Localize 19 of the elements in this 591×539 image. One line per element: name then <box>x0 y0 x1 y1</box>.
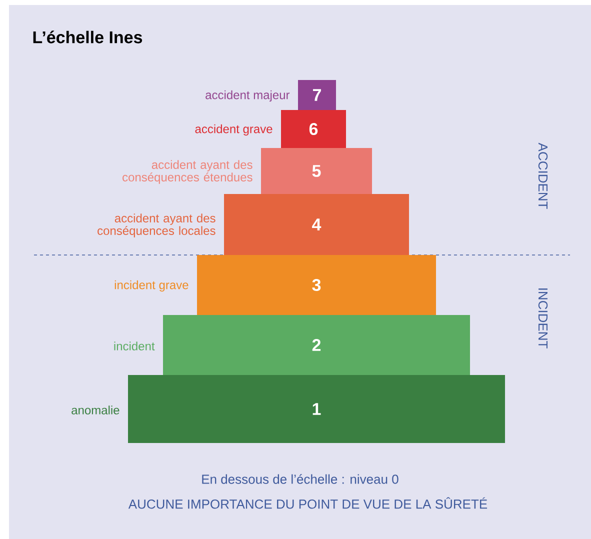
level-bar: 6 <box>281 110 346 148</box>
category-label: ACCIDENT <box>538 142 548 209</box>
level-bar: 7 <box>298 80 336 110</box>
level-bar: 3 <box>197 255 436 315</box>
level-label: accident ayant des conséquences étendues <box>122 160 252 184</box>
level-label: anomalie <box>72 406 120 414</box>
level-bar: 4 <box>224 194 409 255</box>
title: L’échelle Ines <box>33 30 142 44</box>
level-label: accident majeur <box>206 90 290 102</box>
level-label: incident grave <box>114 280 188 292</box>
level-bar: 1 <box>128 375 505 443</box>
level-label: incident <box>114 342 155 350</box>
level-label: accident ayant des conséquences locales <box>98 214 216 238</box>
level-bar: 2 <box>163 315 470 375</box>
footnote: AUCUNE IMPORTANCE DU POINT DE VUE DE LA SÛRETÉ <box>128 497 488 509</box>
category-label: INCIDENT <box>538 288 548 348</box>
level-label: accident grave <box>195 124 272 136</box>
footnote: En dessous de l’échelle : niveau 0 <box>202 474 398 484</box>
level-bar: 5 <box>261 148 372 194</box>
